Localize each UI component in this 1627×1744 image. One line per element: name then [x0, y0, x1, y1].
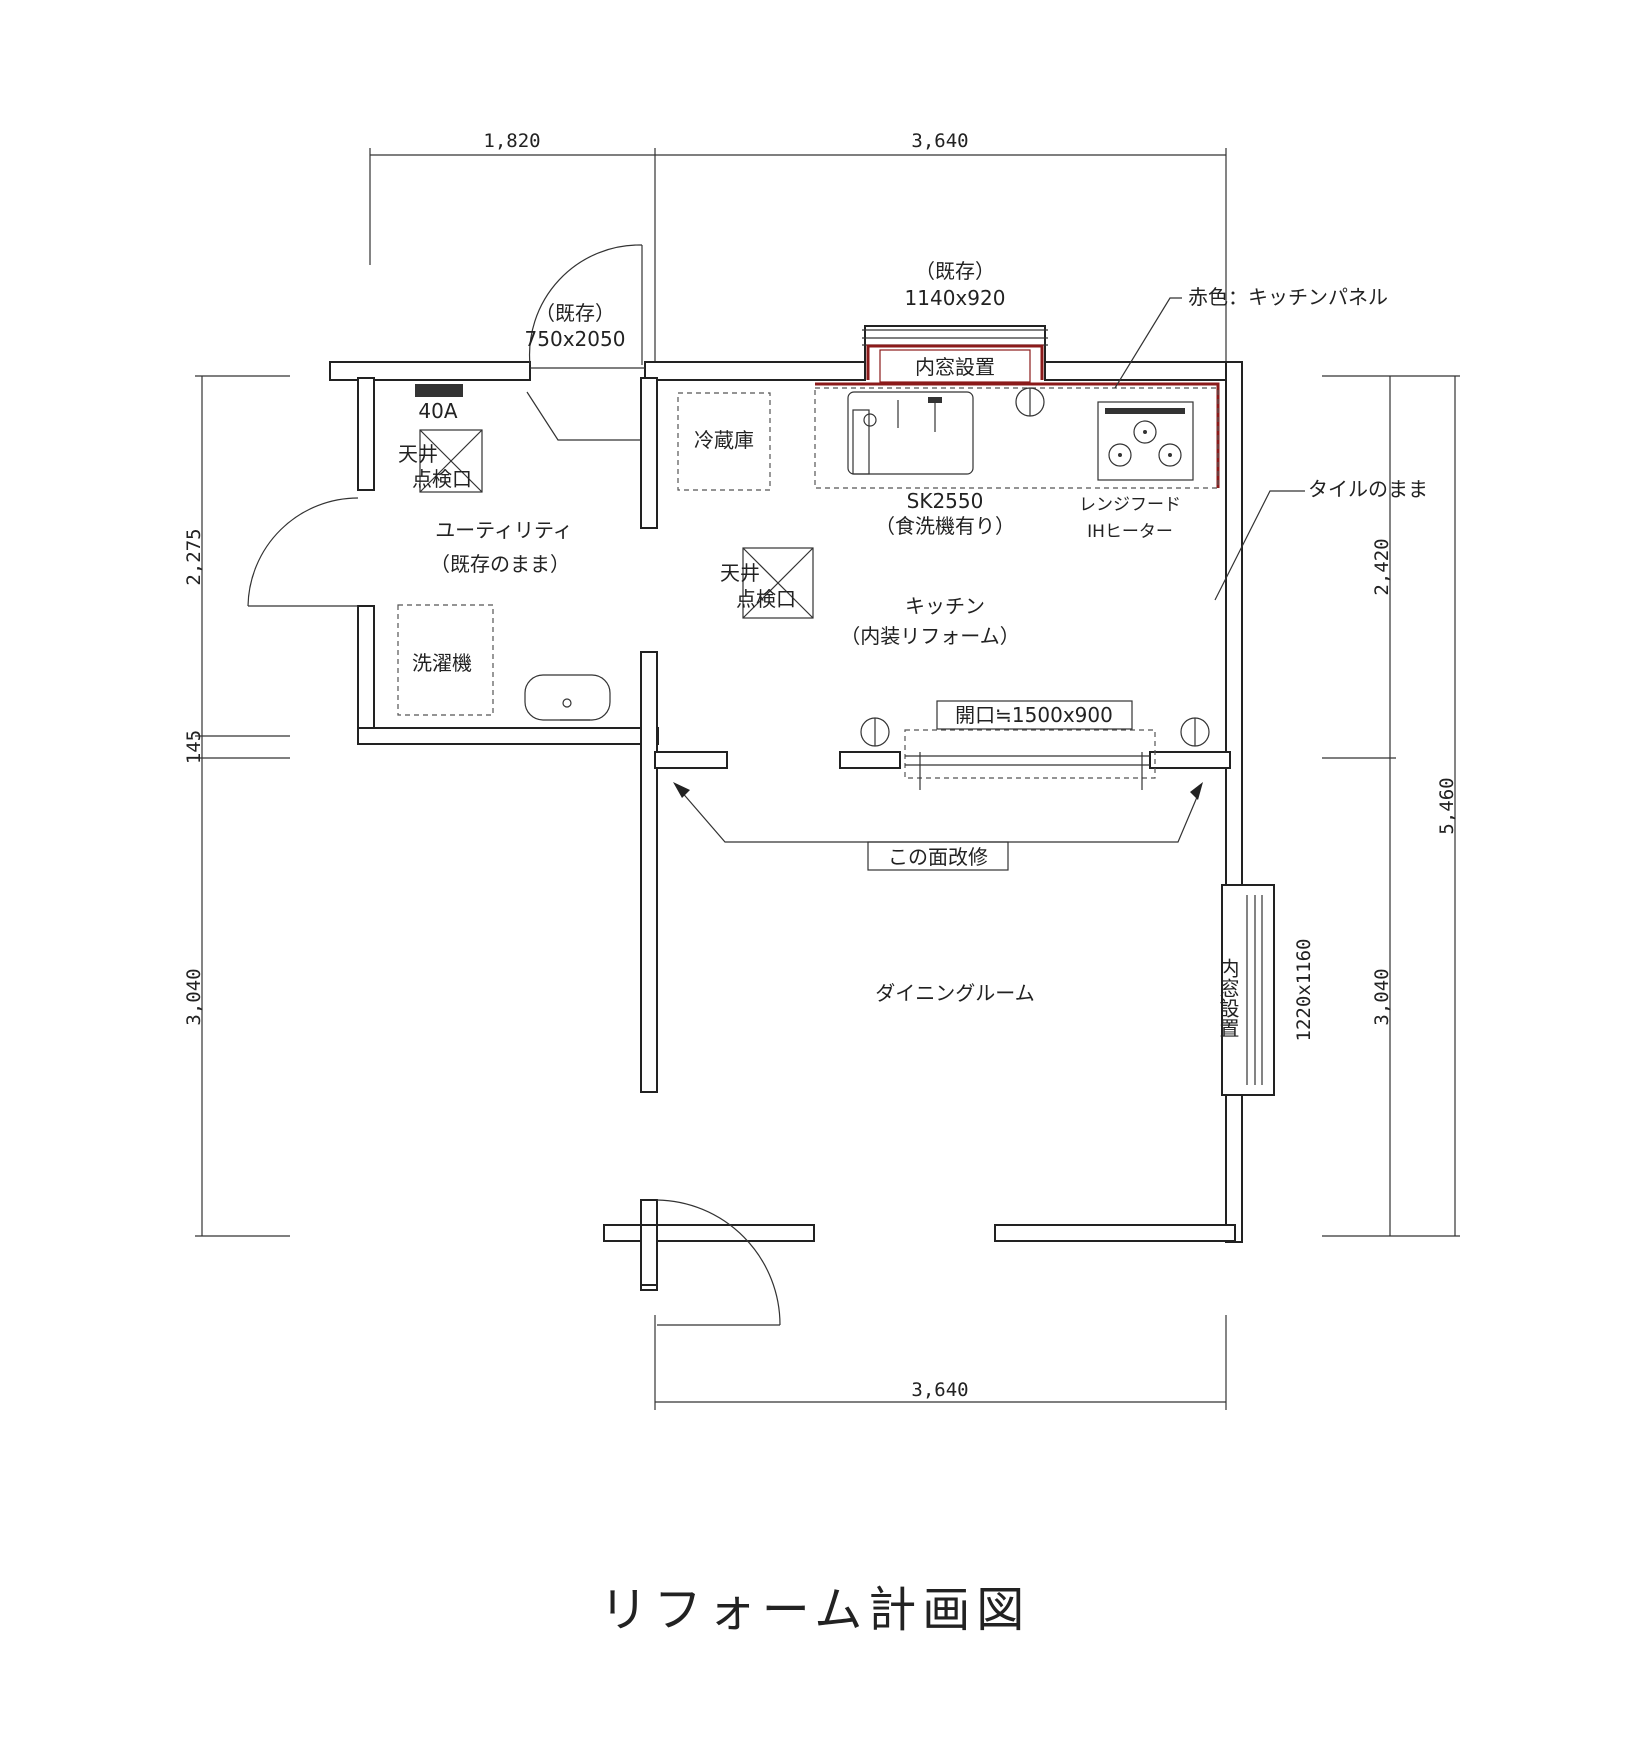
- door-top[interactable]: [526, 244, 645, 441]
- washer-label: 洗濯機: [412, 651, 472, 675]
- inner-window-top-label: 内窓設置: [915, 355, 995, 379]
- right-window-frame: [1221, 884, 1275, 1096]
- sink-model: SK2550: [907, 489, 984, 513]
- sink-note: （食洗機有り）: [875, 514, 1015, 538]
- breaker-40a: [415, 384, 463, 397]
- dim-left-lower: 3,040: [183, 968, 205, 1025]
- renovate-label-box: [867, 841, 1009, 871]
- ceiling-hatch-utility: [419, 429, 483, 493]
- dimension-lines: [195, 148, 1460, 1410]
- sink: [847, 391, 974, 475]
- inner-window-right-label: 内窓設置: [1216, 958, 1240, 1038]
- window-existing-label: （既存）: [915, 259, 995, 283]
- wall-opening-label: 開口≒1500x900: [955, 703, 1113, 727]
- tile-note: タイルのまま: [1308, 477, 1428, 501]
- leader-lines: [1114, 297, 1305, 601]
- window-size-label: 1140x920: [905, 286, 1006, 310]
- kitchen-counter: [814, 387, 1219, 489]
- red-note: 赤色：キッチンパネル: [1188, 285, 1388, 309]
- panel-window-line: [866, 344, 1044, 380]
- wall-opening: [860, 717, 1210, 790]
- kitchen-name: キッチン: [905, 594, 985, 618]
- dim-left-upper: 2,275: [183, 528, 205, 585]
- renovate-face-label: この面改修: [888, 845, 988, 869]
- dim-left-mid: 145: [183, 730, 205, 764]
- dim-right-total: 5,460: [1436, 777, 1458, 834]
- ih-heater: [1097, 401, 1194, 481]
- hatch-utility-line2: 点検口: [412, 467, 472, 491]
- utility-name: ユーティリティ: [435, 518, 573, 542]
- opening-label-box: [936, 700, 1133, 730]
- hood-line2: IHヒーター: [1087, 522, 1173, 542]
- fridge-label: 冷蔵庫: [694, 428, 754, 452]
- washer-box: [397, 604, 494, 716]
- ceiling-hatch-kitchen: [742, 547, 814, 619]
- dim-bottom: 3,640: [911, 1379, 968, 1401]
- hood-line1: レンジフード: [1079, 495, 1181, 515]
- breaker-label: 40A: [418, 399, 457, 423]
- right-window-size: 1220x1160: [1293, 939, 1315, 1042]
- hatch-utility-line1: 天井: [398, 442, 438, 466]
- door-left[interactable]: [247, 497, 359, 607]
- hatch-kitchen-line1: 天井: [720, 561, 760, 585]
- hatch-kitchen-line2: 点検口: [736, 587, 796, 611]
- fridge-box: [677, 392, 771, 491]
- dim-top-left: 1,820: [483, 130, 540, 152]
- dim-right-upper: 2,420: [1371, 538, 1393, 595]
- inner-window-top-box: [879, 349, 1031, 383]
- dim-top-right: 3,640: [911, 130, 968, 152]
- dim-right-lower: 3,040: [1371, 968, 1393, 1025]
- door-bottom[interactable]: [656, 1199, 781, 1326]
- walls: [329, 325, 1243, 1291]
- dining-name: ダイニングルーム: [875, 981, 1034, 1005]
- kitchen-note: （内装リフォーム）: [840, 624, 1019, 648]
- plan-title: リフォーム計画図: [600, 1582, 1031, 1638]
- utility-note: （既存のまま）: [430, 552, 570, 576]
- door-size-label: 750x2050: [525, 327, 626, 351]
- pipe-circle: [1015, 387, 1045, 417]
- renovate-arrows: [673, 782, 1203, 843]
- wash-basin: [524, 674, 611, 721]
- door-existing-label: （既存）: [535, 301, 615, 325]
